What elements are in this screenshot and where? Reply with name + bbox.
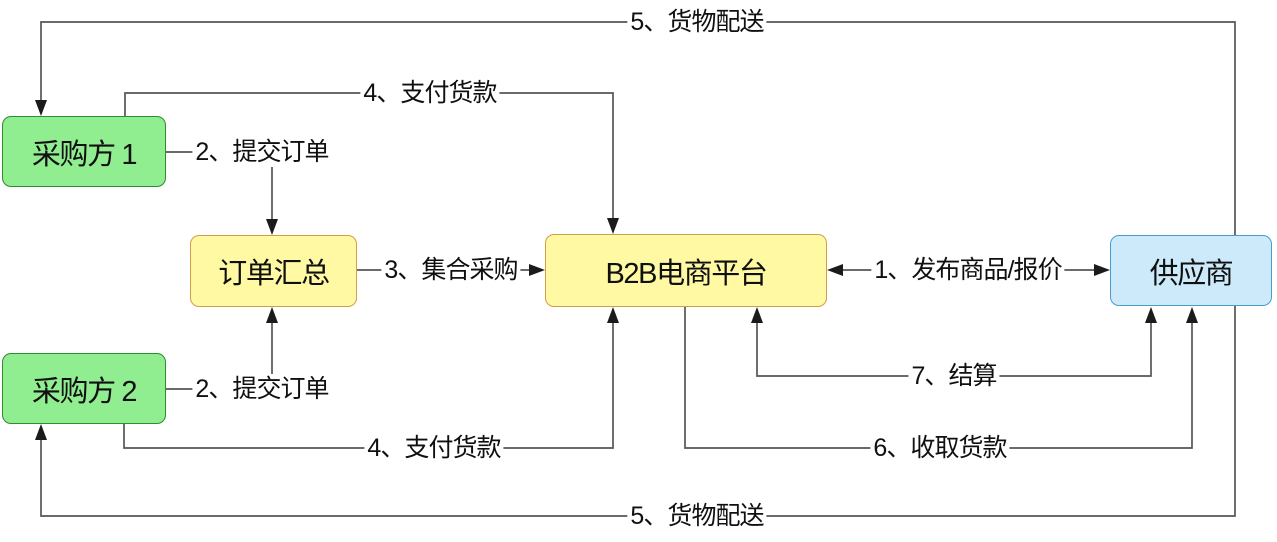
arrowhead-settle <box>751 307 763 323</box>
arrowhead-submit-buyer2 <box>266 307 278 323</box>
edge-label-settle: 7、结算 <box>908 361 1000 391</box>
node-b2b-platform-label: B2B电商平台 <box>605 257 767 290</box>
connector-deliver-to-buyer2 <box>40 306 1236 517</box>
edge-label-submit-buyer1: 2、提交订单 <box>192 137 332 167</box>
arrowhead-settle <box>1145 307 1157 323</box>
arrowhead-collect-payment <box>1186 307 1198 323</box>
edge-label-aggregate-purchase: 3、集合采购 <box>381 255 521 285</box>
edge-label-submit-buyer2: 2、提交订单 <box>192 374 332 404</box>
arrowhead-publish-quote <box>1094 264 1110 276</box>
node-buyer-1: 采购方 1 <box>2 116 166 187</box>
arrowhead-aggregate-purchase <box>529 264 545 276</box>
arrowhead-deliver-to-buyer1 <box>35 100 47 116</box>
edge-label-pay-buyer1: 4、支付货款 <box>360 78 500 108</box>
node-order-summary: 订单汇总 <box>190 235 357 307</box>
edge-label-deliver-to-buyer2: 5、货物配送 <box>627 501 767 531</box>
node-supplier: 供应商 <box>1110 235 1272 306</box>
edge-label-pay-buyer2: 4、支付货款 <box>364 433 504 463</box>
edge-label-deliver-to-buyer1: 5、货物配送 <box>627 7 767 37</box>
node-buyer-2-label: 采购方 2 <box>31 375 138 408</box>
node-supplier-label: 供应商 <box>1149 257 1234 290</box>
arrowhead-pay-buyer1 <box>607 218 619 234</box>
connector-deliver-to-buyer1 <box>40 21 1236 235</box>
node-order-summary-label: 订单汇总 <box>218 258 330 290</box>
arrowhead-publish-quote <box>827 264 843 276</box>
node-b2b-platform: B2B电商平台 <box>545 234 827 307</box>
arrowhead-deliver-to-buyer2 <box>35 424 47 440</box>
edge-label-collect-payment: 6、收取货款 <box>870 433 1010 463</box>
arrowhead-submit-buyer1 <box>266 219 278 235</box>
node-buyer-2: 采购方 2 <box>2 353 166 424</box>
node-buyer-1-label: 采购方 1 <box>31 138 138 171</box>
arrowhead-pay-buyer2 <box>607 307 619 323</box>
edge-label-publish-quote: 1、发布商品/报价 <box>871 255 1065 285</box>
